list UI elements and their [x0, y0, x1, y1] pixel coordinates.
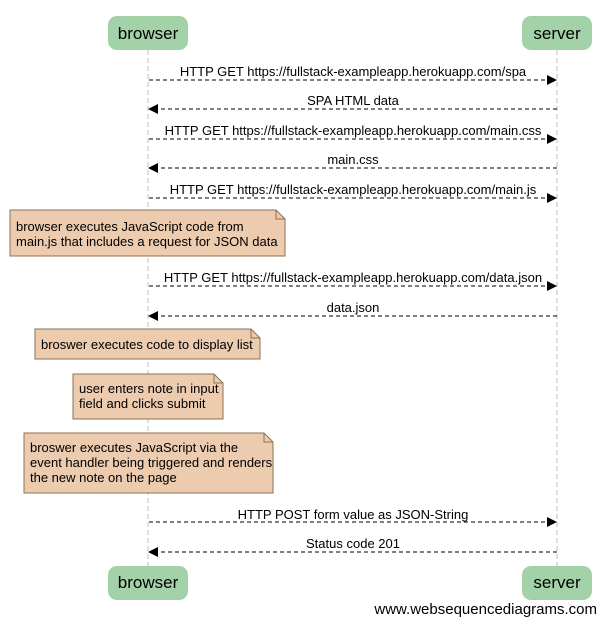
arrowhead — [547, 517, 557, 527]
message-label: HTTP GET https://fullstack-exampleapp.he… — [170, 182, 537, 197]
participant-label: server — [533, 24, 581, 43]
note-line: broswer executes code to display list — [41, 337, 253, 352]
arrowhead — [547, 75, 557, 85]
note: broswer executes code to display list — [34, 328, 261, 360]
message-label: HTTP GET https://fullstack-exampleapp.he… — [180, 64, 527, 79]
participant-box — [108, 16, 188, 50]
note-box — [23, 432, 274, 494]
participant-box — [108, 566, 188, 600]
arrowhead — [547, 193, 557, 203]
note-line: broswer executes JavaScript via the — [30, 440, 238, 455]
message-label: SPA HTML data — [307, 93, 400, 108]
message-arrow: HTTP GET https://fullstack-exampleapp.he… — [149, 64, 557, 85]
message-label: HTTP GET https://fullstack-exampleapp.he… — [164, 270, 542, 285]
note-line: the new note on the page — [30, 470, 177, 485]
message-arrow: HTTP GET https://fullstack-exampleapp.he… — [149, 123, 557, 144]
arrowhead — [547, 134, 557, 144]
message-arrow: HTTP POST form value as JSON-String — [149, 507, 557, 527]
note-fold — [213, 374, 223, 384]
message-label: HTTP GET https://fullstack-exampleapp.he… — [165, 123, 542, 138]
note-line: browser executes JavaScript code from — [16, 219, 244, 234]
note-fold — [263, 433, 273, 443]
message-label: Status code 201 — [306, 536, 400, 551]
participant-server-bottom: server — [522, 566, 592, 600]
participant-label: server — [533, 573, 581, 592]
participant-label: browser — [118, 24, 179, 43]
footer-watermark: www.websequencediagrams.com — [373, 601, 597, 618]
arrowhead — [148, 547, 158, 557]
participant-browser-top: browser — [108, 16, 188, 50]
note: user enters note in input field and clic… — [72, 373, 224, 420]
message-label: main.css — [327, 152, 379, 167]
participant-server-top: server — [522, 16, 592, 50]
message-arrow: HTTP GET https://fullstack-exampleapp.he… — [149, 270, 557, 291]
message-label: data.json — [327, 300, 380, 315]
arrowhead — [148, 104, 158, 114]
message-arrow: SPA HTML data — [148, 93, 557, 114]
message-arrow: data.json — [148, 300, 557, 321]
arrowhead — [148, 163, 158, 173]
message-arrow: Status code 201 — [148, 536, 557, 557]
participant-box — [522, 566, 592, 600]
note-line: field and clicks submit — [79, 396, 206, 411]
participant-label: browser — [118, 573, 179, 592]
note: browser executes JavaScript code from ma… — [9, 209, 286, 257]
arrowhead — [148, 311, 158, 321]
note-fold — [250, 329, 260, 339]
note-line: user enters note in input — [79, 381, 219, 396]
note-fold — [275, 210, 285, 220]
note-line: main.js that includes a request for JSON… — [16, 234, 278, 249]
message-label: HTTP POST form value as JSON-String — [238, 507, 469, 522]
message-arrow: main.css — [148, 152, 557, 173]
participant-browser-bottom: browser — [108, 566, 188, 600]
note-box — [72, 373, 224, 420]
note-box — [34, 328, 261, 360]
note-box — [9, 209, 286, 257]
note: broswer executes JavaScript via the even… — [23, 432, 274, 494]
note-line: event handler being triggered and render… — [30, 455, 273, 470]
message-arrow: HTTP GET https://fullstack-exampleapp.he… — [149, 182, 557, 203]
arrowhead — [547, 281, 557, 291]
participant-box — [522, 16, 592, 50]
